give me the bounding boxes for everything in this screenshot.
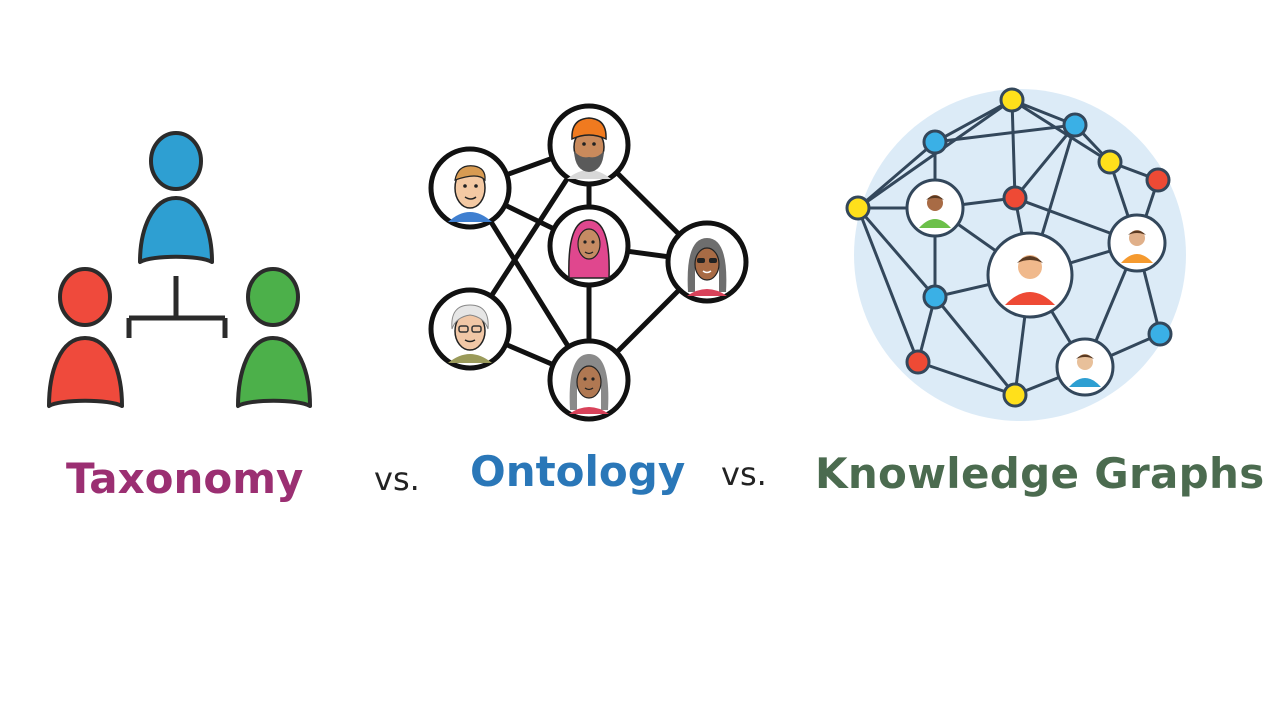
avatar-hijab-woman [547,204,631,288]
ontology-label: Ontology [470,447,686,496]
versus-label-1: vs. [374,460,420,498]
person-red-icon [47,267,124,408]
kg-person-orange [1107,213,1167,273]
avatar-grey-hair-woman [547,338,631,422]
kg-person-red-center [986,231,1074,319]
people-network-icon [428,103,749,422]
kg-person-blue [1055,337,1115,397]
kg-dots [845,87,1173,408]
taxonomy-label: Taxonomy [66,454,304,503]
avatar-elderly-man [428,287,512,371]
hierarchy-connector [126,276,228,338]
knowledge-graphs-label: Knowledge Graphs [815,449,1265,498]
hierarchy-people-icon [47,131,312,408]
person-blue-icon [138,131,214,264]
person-green-icon [236,267,312,408]
avatar-glasses-woman [665,220,749,304]
kg-person-green [905,178,965,238]
versus-label-2: vs. [721,455,767,493]
knowledge-graph-network-icon [845,87,1186,421]
avatar-young-man [428,146,512,230]
avatar-turban-man [547,103,631,187]
